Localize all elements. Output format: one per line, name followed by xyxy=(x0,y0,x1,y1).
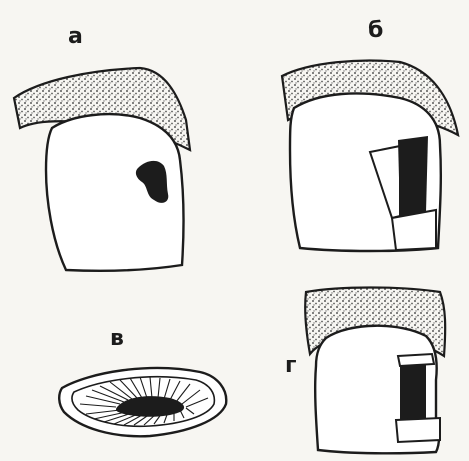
figure-a xyxy=(14,68,190,271)
figure-b-cavity xyxy=(398,136,428,216)
figure-v xyxy=(59,368,226,436)
figure-b xyxy=(282,61,458,251)
figure-b-cavity-floor xyxy=(392,210,436,250)
figure-g-cavity-edge xyxy=(398,354,434,366)
figure-g-cavity xyxy=(400,364,426,422)
figure-g-cavity-floor xyxy=(396,418,440,442)
figure-g xyxy=(305,288,445,454)
